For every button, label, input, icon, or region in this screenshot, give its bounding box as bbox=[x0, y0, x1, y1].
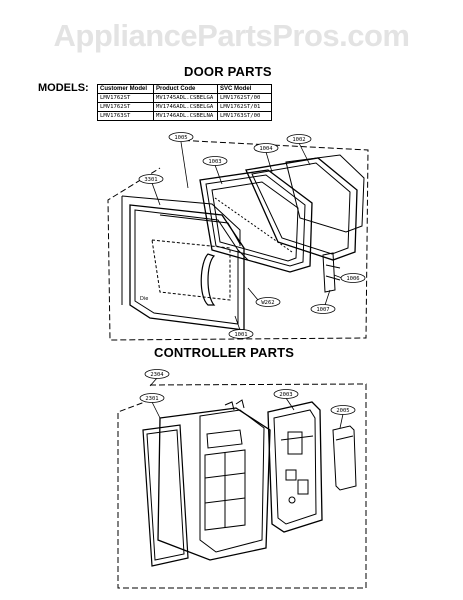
callout-1005: 1005 bbox=[168, 132, 194, 142]
callout-w262: W262 bbox=[255, 297, 281, 307]
svg-text:W262: W262 bbox=[261, 300, 274, 306]
models-table: Customer Model Product Code SVC Model LM… bbox=[97, 84, 272, 121]
door-leader-lines bbox=[151, 141, 343, 331]
callout-1004: 1004 bbox=[253, 143, 279, 153]
door-front-part bbox=[129, 204, 249, 331]
svg-text:1006: 1006 bbox=[346, 276, 359, 282]
callout-1003: 1003 bbox=[202, 156, 228, 166]
control-panel-frame-part bbox=[157, 399, 271, 561]
door-front-label: Die bbox=[140, 296, 148, 302]
pcb-part bbox=[267, 401, 323, 533]
module-part bbox=[332, 425, 357, 491]
table-row: LMV1762ST MV1745ADL.CSBELGA LMV1762ST/00 bbox=[97, 93, 272, 103]
models-label: MODELS: bbox=[38, 82, 89, 94]
door-assembly-boundary bbox=[107, 139, 369, 341]
svg-text:1005: 1005 bbox=[174, 135, 187, 141]
callout-1001: 1001 bbox=[228, 329, 254, 339]
callout-2301: 2301 bbox=[139, 393, 165, 403]
callout-2003: 2003 bbox=[273, 389, 299, 399]
svg-text:3301: 3301 bbox=[144, 177, 157, 183]
svg-text:1002: 1002 bbox=[292, 137, 305, 143]
control-label-part bbox=[142, 424, 189, 567]
door-latch-part bbox=[322, 252, 341, 293]
cell-svc-model: LMV1763ST/00 bbox=[217, 111, 272, 121]
controller-parts-title: CONTROLLER PARTS bbox=[154, 345, 295, 360]
callout-2304: 2304 bbox=[144, 369, 170, 379]
svg-text:1001: 1001 bbox=[234, 332, 247, 338]
callout-2005: 2005 bbox=[330, 405, 356, 415]
svg-text:2005: 2005 bbox=[336, 408, 349, 414]
svg-text:2304: 2304 bbox=[150, 372, 164, 378]
callout-1002: 1002 bbox=[286, 134, 312, 144]
callout-3301: 3301 bbox=[138, 174, 164, 184]
door-parts-title: DOOR PARTS bbox=[184, 64, 272, 79]
keypad-part bbox=[204, 429, 246, 531]
door-choke-part bbox=[245, 157, 358, 261]
door-frame-part bbox=[199, 169, 313, 273]
svg-text:2301: 2301 bbox=[145, 396, 158, 402]
door-glass-part bbox=[285, 154, 365, 233]
callout-1007: 1007 bbox=[310, 304, 336, 314]
door-panel-part bbox=[121, 195, 241, 305]
controller-assembly-boundary bbox=[117, 383, 367, 589]
callout-1006: 1006 bbox=[340, 273, 366, 283]
controller-leader-lines bbox=[149, 377, 344, 429]
svg-text:1003: 1003 bbox=[208, 159, 221, 165]
svg-text:1004: 1004 bbox=[259, 146, 273, 152]
svg-text:2003: 2003 bbox=[279, 392, 292, 398]
table-row: LMV1763ST MV1746ADL.CSBELNA LMV1763ST/00 bbox=[97, 111, 272, 121]
site-watermark: AppliancePartsPros.com bbox=[53, 18, 410, 53]
svg-text:1007: 1007 bbox=[316, 307, 329, 313]
